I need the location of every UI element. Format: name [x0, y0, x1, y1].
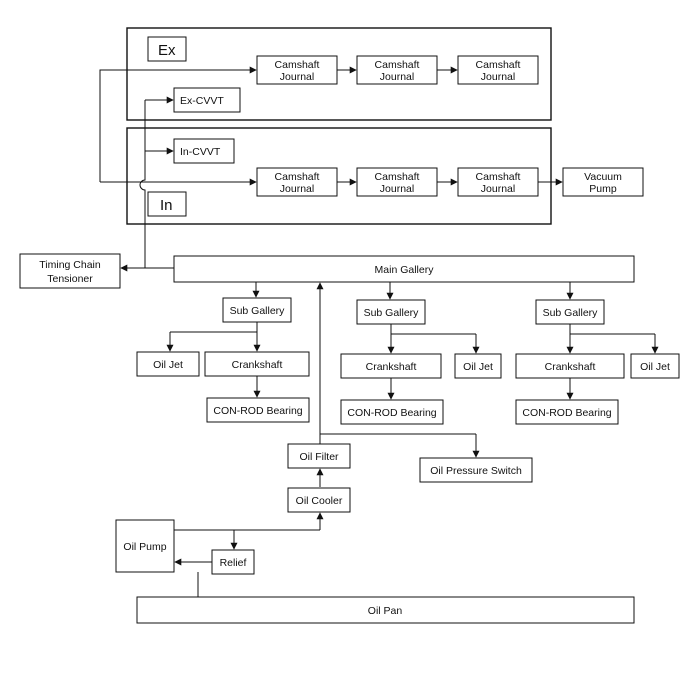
svg-text:Journal: Journal: [380, 71, 414, 83]
relief-valve-label: Relief: [220, 557, 247, 569]
in-cvvt-box: [173, 138, 235, 164]
ex-camshaft-journal-1: Camshaft Journal: [256, 55, 338, 85]
svg-text:Journal: Journal: [481, 183, 515, 195]
exhaust-label-box: [147, 36, 187, 62]
ex-camshaft-journal-2: Camshaft Journal: [356, 55, 438, 85]
oil-filter-box: [287, 443, 351, 469]
ex-camshaft-journal-3: Camshaft Journal: [457, 55, 539, 85]
vacuum-pump-box: Vacuum Pump: [562, 167, 644, 197]
crankshaft-2-box: [340, 353, 442, 379]
feed-ex-camshaft-line: [99, 66, 257, 182]
sub-gallery-2-branch: [390, 324, 476, 335]
svg-text:Camshaft: Camshaft: [275, 171, 320, 183]
in-camshaft-journal-1: Camshaft Journal: [256, 167, 338, 197]
sub-gallery-3-branch: [569, 324, 655, 335]
cvvt-feed-riser: [139, 100, 146, 268]
conrod-bearing-3-label: CON-ROD Bearing: [522, 407, 611, 419]
sub-gallery-1-branch: [170, 322, 258, 333]
exhaust-group-frame: [126, 27, 552, 121]
conrod-bearing-2-box: [340, 399, 444, 425]
in-cvvt-label: In-CVVT: [180, 146, 221, 158]
relief-valve-box: [211, 549, 255, 575]
svg-text:Journal: Journal: [280, 71, 314, 83]
conrod-bearing-2-label: CON-ROD Bearing: [347, 407, 436, 419]
svg-text:Journal: Journal: [380, 183, 414, 195]
oil-jet-1-label: Oil Jet: [153, 359, 183, 371]
svg-text:Camshaft: Camshaft: [275, 59, 320, 71]
crankshaft-3-box: [515, 353, 625, 379]
oil-cooler-box: [287, 487, 351, 513]
main-gallery-label: Main Gallery: [375, 264, 435, 276]
sub-gallery-2-label: Sub Gallery: [364, 307, 420, 319]
in-camshaft-journal-2: Camshaft Journal: [356, 167, 438, 197]
sub-gallery-1-box: [222, 297, 292, 323]
svg-text:Journal: Journal: [280, 183, 314, 195]
conrod-bearing-1-box: [206, 397, 310, 423]
oil-filter-label: Oil Filter: [299, 451, 339, 463]
sub-gallery-1-label: Sub Gallery: [230, 305, 286, 317]
crankshaft-1-label: Crankshaft: [232, 359, 283, 371]
svg-text:Journal: Journal: [481, 71, 515, 83]
crankshaft-2-label: Crankshaft: [366, 361, 417, 373]
svg-text:Timing Chain: Timing Chain: [39, 259, 101, 271]
oil-jet-2-box: [454, 353, 502, 379]
oil-jet-1-box: [136, 351, 200, 377]
svg-text:Camshaft: Camshaft: [375, 59, 420, 71]
oil-jet-3-box: [630, 353, 680, 379]
oil-cooler-label: Oil Cooler: [296, 495, 343, 507]
svg-text:Camshaft: Camshaft: [476, 59, 521, 71]
intake-label-box: [147, 191, 187, 217]
timing-chain-tensioner-box: Timing Chain Tensioner: [19, 253, 121, 289]
exhaust-label: Ex: [158, 42, 176, 59]
conrod-bearing-1-label: CON-ROD Bearing: [213, 405, 302, 417]
oil-pump-box: [115, 519, 175, 573]
conrod-bearing-3-box: [515, 399, 619, 425]
main-gallery-box: [173, 255, 635, 283]
oil-pan-label: Oil Pan: [368, 605, 403, 617]
sub-gallery-3-label: Sub Gallery: [543, 307, 599, 319]
svg-text:Tensioner: Tensioner: [47, 273, 93, 285]
ex-cvvt-label: Ex-CVVT: [180, 95, 224, 107]
in-camshaft-journal-3: Camshaft Journal: [457, 167, 539, 197]
oil-jet-2-label: Oil Jet: [463, 361, 493, 373]
oil-pan-box: [136, 596, 635, 624]
oil-pressure-switch-box: [419, 457, 533, 483]
crankshaft-3-label: Crankshaft: [545, 361, 596, 373]
intake-label: In: [160, 197, 173, 214]
svg-text:Vacuum: Vacuum: [584, 171, 622, 183]
intake-group-frame: [126, 127, 552, 225]
oil-pressure-switch-label: Oil Pressure Switch: [430, 465, 522, 477]
sub-gallery-3-box: [535, 299, 605, 325]
crankshaft-1-box: [204, 351, 310, 377]
svg-text:Camshaft: Camshaft: [476, 171, 521, 183]
ex-cvvt-box: [173, 87, 241, 113]
oil-jet-3-label: Oil Jet: [640, 361, 670, 373]
svg-text:Pump: Pump: [589, 183, 617, 195]
svg-text:Camshaft: Camshaft: [375, 171, 420, 183]
oil-pump-label: Oil Pump: [123, 541, 166, 553]
